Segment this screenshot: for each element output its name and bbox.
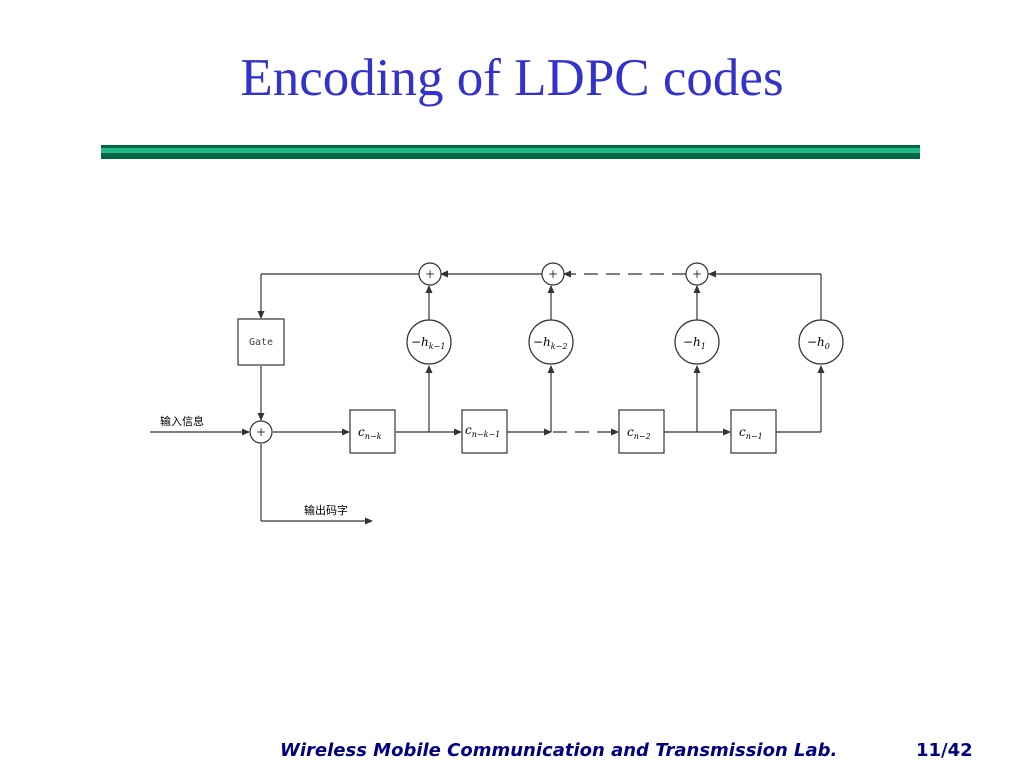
gate-block: Gate	[237, 318, 285, 366]
svg-text:+: +	[256, 425, 266, 439]
svg-text:+: +	[425, 267, 435, 281]
output-label: 输出码字	[304, 503, 348, 517]
svg-text:−h0: −h0	[807, 335, 830, 351]
svg-text:cn−2: cn−2	[627, 425, 651, 441]
register-c-n-2: cn−2	[618, 409, 665, 454]
multiplier-h-k-1: −hk−1	[406, 319, 452, 365]
svg-text:−hk−1: −hk−1	[411, 335, 445, 351]
title-rule	[101, 145, 920, 159]
top-adder-3: +	[685, 262, 709, 286]
svg-text:cn−k: cn−k	[358, 425, 382, 441]
footer-lab-name: Wireless Mobile Communication and Transm…	[280, 740, 838, 761]
register-c-n-k-1: cn−k−1	[461, 409, 508, 454]
svg-text:−hk−2: −hk−2	[533, 335, 567, 351]
input-label: 输入信息	[160, 414, 204, 428]
page-number: 11/42	[916, 740, 973, 761]
svg-text:+: +	[548, 267, 558, 281]
svg-text:cn−k−1: cn−k−1	[465, 423, 500, 439]
register-c-n-1: cn−1	[730, 409, 777, 454]
svg-text:Gate: Gate	[249, 337, 273, 348]
svg-text:+: +	[692, 267, 702, 281]
top-adder-2: +	[541, 262, 565, 286]
register-c-n-k: cn−k	[349, 409, 396, 454]
multiplier-h-0: −h0	[798, 319, 844, 365]
slide-title: Encoding of LDPC codes	[240, 49, 784, 107]
svg-text:−h1: −h1	[683, 335, 706, 351]
multiplier-h-k-2: −hk−2	[528, 319, 574, 365]
main-adder: +	[249, 420, 273, 444]
svg-text:cn−1: cn−1	[739, 425, 763, 441]
top-adder-1: +	[418, 262, 442, 286]
multiplier-h-1: −h1	[674, 319, 720, 365]
